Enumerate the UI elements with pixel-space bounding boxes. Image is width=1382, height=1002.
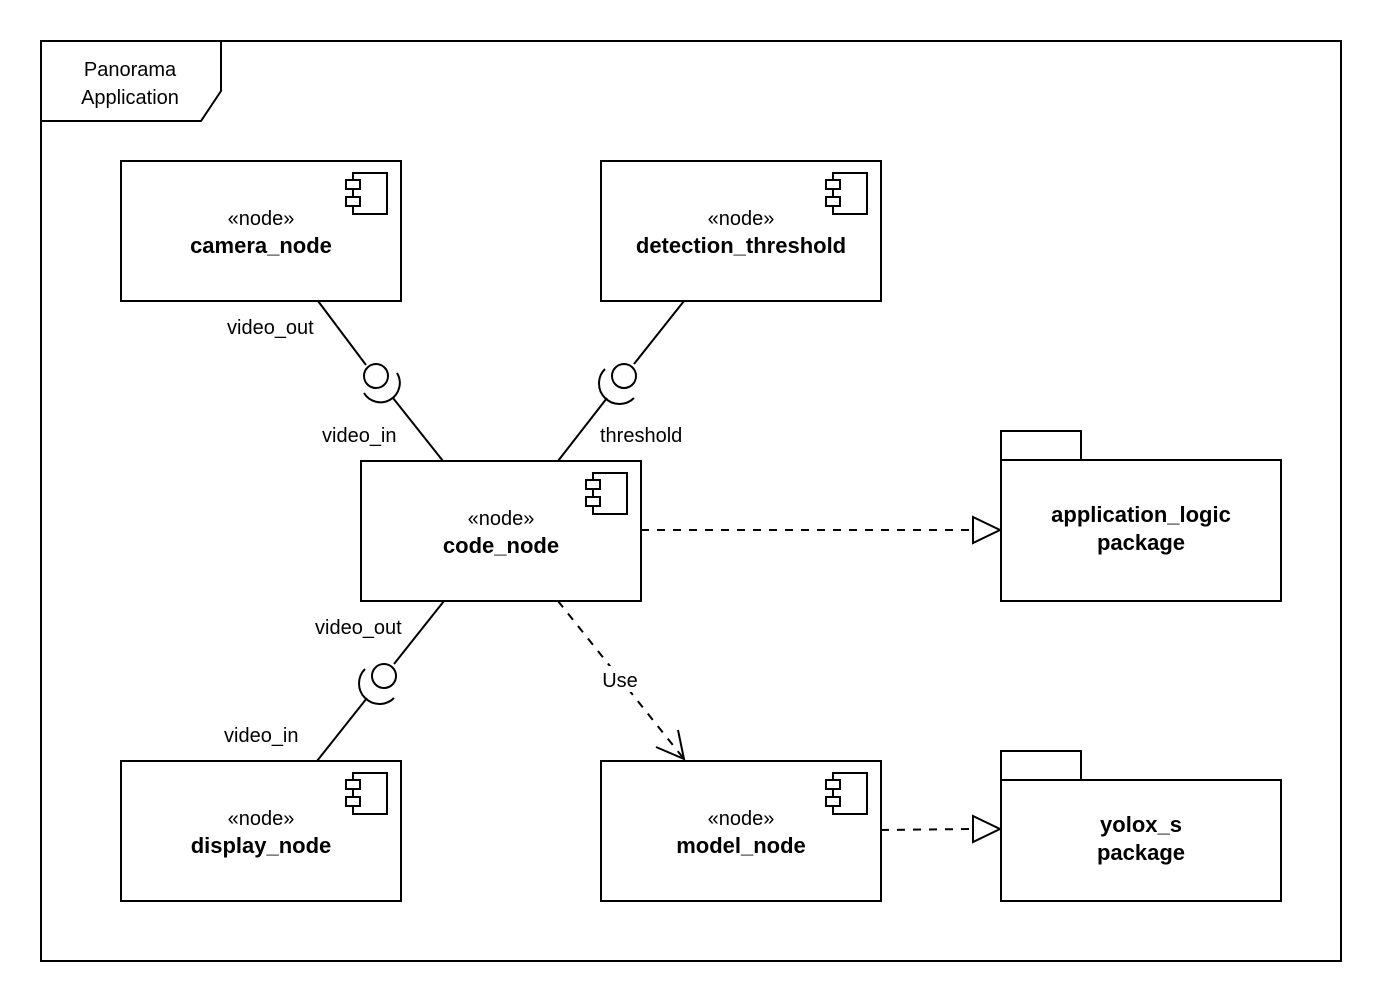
required-interface-socket-icon	[363, 372, 401, 404]
required-interface-socket-icon	[598, 368, 635, 405]
node-detection-threshold[interactable]: «node» detection_threshold	[600, 160, 882, 302]
node-stereotype: «node»	[228, 208, 295, 230]
node-name: camera_node	[190, 233, 332, 258]
open-arrowhead-icon	[655, 729, 686, 761]
frame-title-line2: Application	[81, 87, 179, 109]
connector-camera-code[interactable]	[317, 300, 444, 462]
node-display[interactable]: «node» display_node	[120, 760, 402, 902]
connector-threshold-code[interactable]	[557, 300, 685, 462]
provided-interface-icon	[363, 363, 389, 389]
package-kind: package	[1097, 840, 1185, 865]
hollow-triangle-arrowhead-icon	[972, 515, 1003, 545]
required-interface-socket-icon	[358, 668, 395, 705]
provided-interface-icon	[611, 363, 637, 389]
connector-line	[317, 300, 367, 366]
frame-title-line1: Panorama	[84, 59, 177, 81]
component-icon	[825, 172, 868, 215]
hollow-triangle-arrowhead-icon	[972, 814, 1003, 844]
node-code[interactable]: «node» code_node	[360, 460, 642, 602]
package-body	[1000, 459, 1282, 602]
package-body	[1000, 779, 1282, 902]
node-stereotype: «node»	[228, 808, 295, 830]
connector-code-display[interactable]	[316, 600, 445, 762]
node-stereotype: «node»	[708, 808, 775, 830]
label-display-video-in: video_in	[224, 725, 299, 747]
label-code-video-in: video_in	[322, 425, 397, 447]
connector-line	[633, 300, 685, 365]
realization-code-application-logic[interactable]	[641, 515, 1003, 545]
label-code-video-out: video_out	[315, 617, 402, 639]
package-name: yolox_s	[1100, 812, 1182, 837]
package-application-logic[interactable]: application_logic package	[1000, 430, 1282, 602]
connector-line	[392, 397, 444, 462]
package-tab	[1000, 750, 1082, 781]
package-name: application_logic	[1051, 502, 1231, 527]
node-stereotype: «node»	[708, 208, 775, 230]
package-tab	[1000, 430, 1082, 461]
node-model[interactable]: «node» model_node	[600, 760, 882, 902]
package-kind: package	[1097, 530, 1185, 555]
frame-title-tab	[41, 41, 222, 122]
node-name: model_node	[676, 833, 806, 858]
node-name: code_node	[443, 533, 559, 558]
connector-line	[393, 600, 445, 665]
label-bg	[596, 666, 642, 692]
component-icon	[585, 472, 628, 515]
provided-interface-icon	[371, 663, 397, 689]
node-name: detection_threshold	[636, 233, 846, 258]
node-camera[interactable]: «node» camera_node	[120, 160, 402, 302]
connector-line	[316, 697, 368, 762]
label-use: Use	[602, 670, 638, 692]
realization-model-yolox[interactable]	[880, 814, 1003, 844]
component-icon	[825, 772, 868, 815]
package-yolox-s[interactable]: yolox_s package	[1000, 750, 1282, 902]
label-camera-video-out: video_out	[227, 317, 314, 339]
component-icon	[345, 772, 388, 815]
component-icon	[345, 172, 388, 215]
connector-line	[557, 397, 608, 462]
node-stereotype: «node»	[468, 508, 535, 530]
node-name: display_node	[191, 833, 332, 858]
label-threshold: threshold	[600, 425, 682, 447]
